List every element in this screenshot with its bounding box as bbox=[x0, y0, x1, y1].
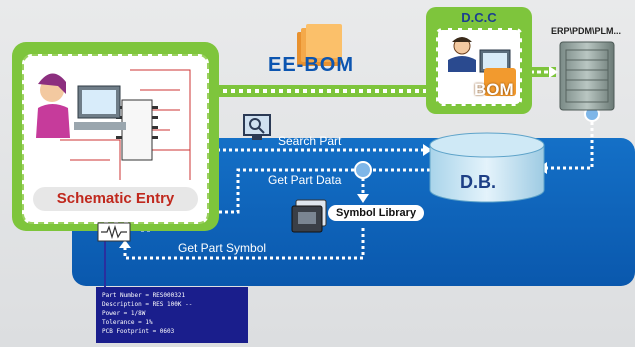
schematic-entry-title: Schematic Entry bbox=[56, 190, 175, 207]
folder-icon bbox=[297, 24, 342, 66]
erp-db-arrow bbox=[545, 116, 594, 170]
operator-icon bbox=[448, 37, 516, 96]
db-label: D.B. bbox=[460, 172, 496, 192]
engineer-workstation-icon bbox=[36, 69, 191, 180]
part-info-line: Description = RES 100K -- bbox=[102, 301, 193, 308]
search-part-label: Search Part bbox=[278, 134, 342, 148]
part-info-line: Tolerance = 1% bbox=[102, 319, 153, 326]
database-cylinder bbox=[429, 132, 545, 203]
symbol-library-label: Symbol Library bbox=[328, 205, 425, 221]
dcc-erp-flow-band bbox=[528, 66, 558, 78]
eebom-label: EE-BOM bbox=[268, 54, 354, 76]
part-info-callout: Part Number = RES000321 Description = RE… bbox=[96, 287, 248, 343]
resistor-symbol-icon bbox=[97, 222, 131, 242]
dcc-title: D.C.C bbox=[461, 10, 497, 25]
bom-label: BOM bbox=[474, 80, 514, 99]
search-monitor-icon bbox=[243, 114, 271, 140]
eebom-flow-band bbox=[215, 84, 440, 98]
part-info-line: PCB Footprint = 0603 bbox=[102, 328, 175, 335]
part-info-line: Power = 1/8W bbox=[102, 310, 146, 317]
erp-server-icon bbox=[559, 41, 615, 111]
get-part-symbol-label: Get Part Symbol bbox=[178, 241, 267, 255]
search-part-arrowhead bbox=[423, 144, 432, 156]
symbol-library-icon bbox=[291, 199, 327, 233]
get-part-data-label: Get Part Data bbox=[268, 173, 342, 187]
erp-label: ERP\PDM\PLM... bbox=[551, 26, 622, 36]
part-info-line: Part Number = RES000321 bbox=[102, 292, 186, 299]
schematic-entry-title-bar bbox=[33, 187, 198, 211]
